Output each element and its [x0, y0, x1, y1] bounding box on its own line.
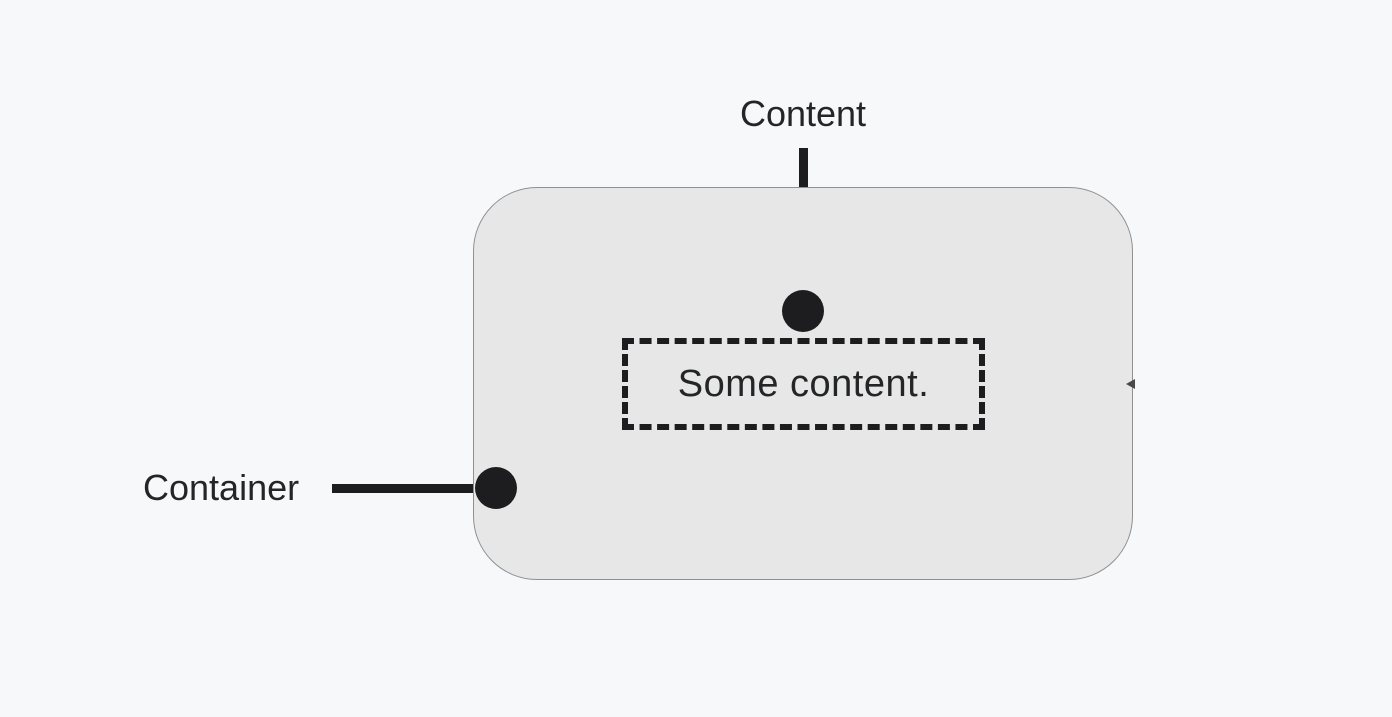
container-connector-line — [332, 484, 496, 493]
container-connector-dot-icon — [475, 467, 517, 509]
container-box — [473, 187, 1133, 580]
content-box: Some content. — [622, 338, 985, 430]
content-box-text: Some content. — [677, 363, 930, 405]
left-arrow-tick-icon — [1126, 379, 1135, 389]
container-label: Container — [143, 467, 300, 508]
content-label: Content — [739, 93, 867, 134]
content-connector-dot-icon — [782, 290, 824, 332]
